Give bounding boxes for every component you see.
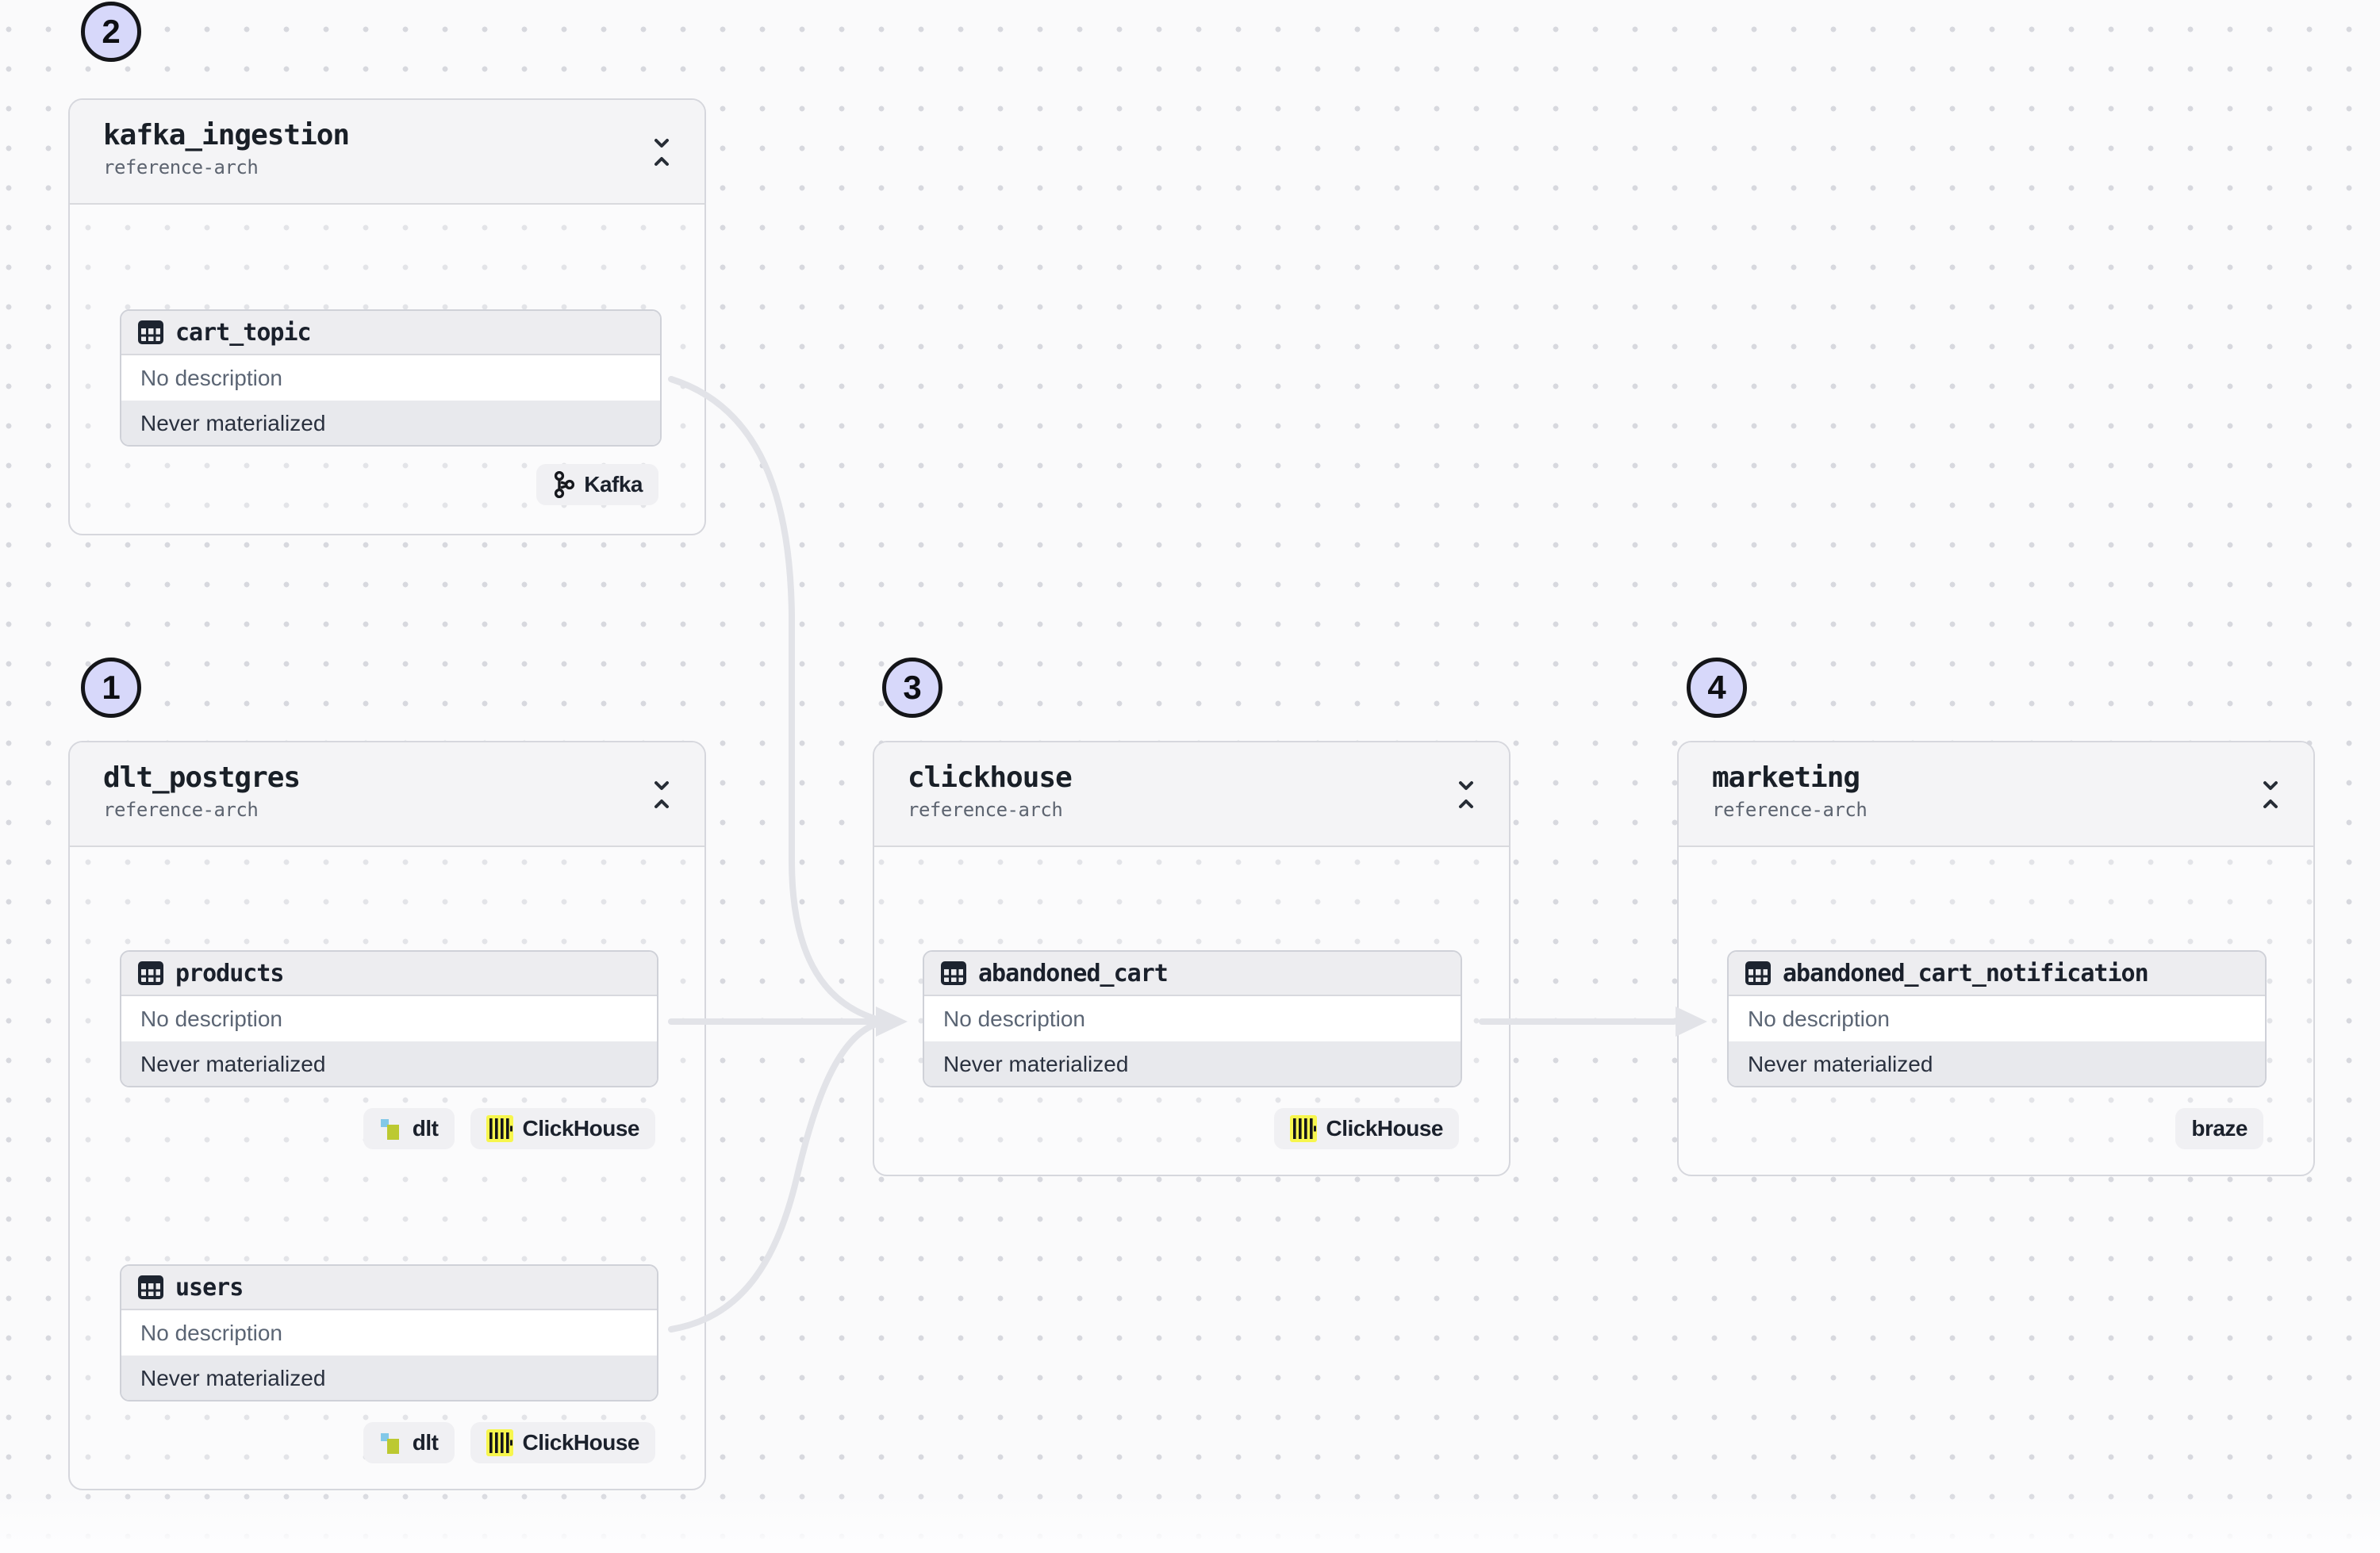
- asset-group-marketing: marketing reference-arch abandoned_cart_…: [1677, 741, 2315, 1176]
- asset-name: cart_topic: [175, 318, 312, 347]
- asset-description: No description: [121, 1310, 657, 1356]
- asset-name: abandoned_cart_notification: [1783, 959, 2149, 987]
- asset-group-kafka-ingestion: kafka_ingestion reference-arch cart_topi…: [68, 98, 706, 535]
- asset-status: Never materialized: [121, 401, 660, 445]
- tag-label: dlt: [412, 1116, 439, 1141]
- asset-status: Never materialized: [121, 1356, 657, 1400]
- tag-clickhouse[interactable]: ClickHouse: [1273, 1108, 1459, 1149]
- tag-label: braze: [2191, 1116, 2248, 1141]
- tag-dlt[interactable]: dlt: [363, 1108, 455, 1149]
- group-title: marketing: [1712, 761, 1860, 794]
- canvas-bottom-fade: [0, 1491, 2380, 1553]
- asset-status: Never materialized: [1729, 1041, 2265, 1086]
- group-title: dlt_postgres: [103, 761, 301, 794]
- collapse-icon[interactable]: [644, 135, 679, 170]
- asset-card-abandoned-cart-notification[interactable]: abandoned_cart_notification No descripti…: [1727, 950, 2267, 1087]
- tag-label: dlt: [412, 1430, 439, 1455]
- tag-label: Kafka: [584, 472, 643, 497]
- tag-label: ClickHouse: [522, 1430, 640, 1455]
- asset-group-dlt-postgres: dlt_postgres reference-arch products No …: [68, 741, 706, 1490]
- table-icon: [137, 960, 164, 987]
- asset-status: Never materialized: [924, 1041, 1461, 1086]
- tag-dlt[interactable]: dlt: [363, 1422, 455, 1463]
- group-subtitle: reference-arch: [103, 156, 259, 179]
- collapse-icon[interactable]: [2253, 777, 2288, 812]
- asset-name: users: [175, 1273, 244, 1302]
- table-icon: [137, 319, 164, 346]
- group-title: clickhouse: [908, 761, 1073, 794]
- step-badge-1: 1: [81, 658, 141, 718]
- step-badge-2: 2: [81, 2, 141, 62]
- asset-card-abandoned-cart[interactable]: abandoned_cart No description Never mate…: [923, 950, 1462, 1087]
- tag-braze[interactable]: braze: [2175, 1108, 2263, 1149]
- collapse-icon[interactable]: [644, 777, 679, 812]
- tag-clickhouse[interactable]: ClickHouse: [470, 1422, 655, 1463]
- table-icon: [940, 960, 967, 987]
- group-subtitle: reference-arch: [103, 799, 259, 822]
- asset-description: No description: [121, 355, 660, 401]
- group-header[interactable]: kafka_ingestion reference-arch: [70, 100, 704, 205]
- kafka-icon: [552, 471, 575, 498]
- table-icon: [137, 1274, 164, 1301]
- clickhouse-icon: [486, 1429, 513, 1456]
- clickhouse-icon: [486, 1115, 513, 1142]
- step-badge-3: 3: [882, 658, 942, 718]
- step-badge-4: 4: [1687, 658, 1747, 718]
- group-header[interactable]: dlt_postgres reference-arch: [70, 742, 704, 847]
- asset-name: abandoned_cart: [978, 959, 1169, 987]
- group-header[interactable]: clickhouse reference-arch: [874, 742, 1509, 847]
- asset-name: products: [175, 959, 284, 987]
- group-subtitle: reference-arch: [908, 799, 1063, 822]
- group-header[interactable]: marketing reference-arch: [1679, 742, 2313, 847]
- asset-description: No description: [121, 996, 657, 1041]
- asset-card-users[interactable]: users No description Never materialized: [120, 1264, 658, 1402]
- clickhouse-icon: [1289, 1115, 1317, 1142]
- table-icon: [1745, 960, 1772, 987]
- asset-description: No description: [1729, 996, 2265, 1041]
- group-subtitle: reference-arch: [1712, 799, 1868, 822]
- tag-label: ClickHouse: [522, 1116, 640, 1141]
- tag-label: ClickHouse: [1326, 1116, 1444, 1141]
- tag-kafka[interactable]: Kafka: [536, 464, 658, 505]
- asset-card-products[interactable]: products No description Never materializ…: [120, 950, 658, 1087]
- asset-description: No description: [924, 996, 1461, 1041]
- asset-group-clickhouse: clickhouse reference-arch abandoned_cart…: [873, 741, 1511, 1176]
- dlt-icon: [379, 1116, 403, 1141]
- collapse-icon[interactable]: [1449, 777, 1484, 812]
- group-title: kafka_ingestion: [103, 119, 350, 151]
- asset-status: Never materialized: [121, 1041, 657, 1086]
- asset-card-cart-topic[interactable]: cart_topic No description Never material…: [120, 309, 662, 447]
- tag-clickhouse[interactable]: ClickHouse: [470, 1108, 655, 1149]
- dlt-icon: [379, 1430, 403, 1455]
